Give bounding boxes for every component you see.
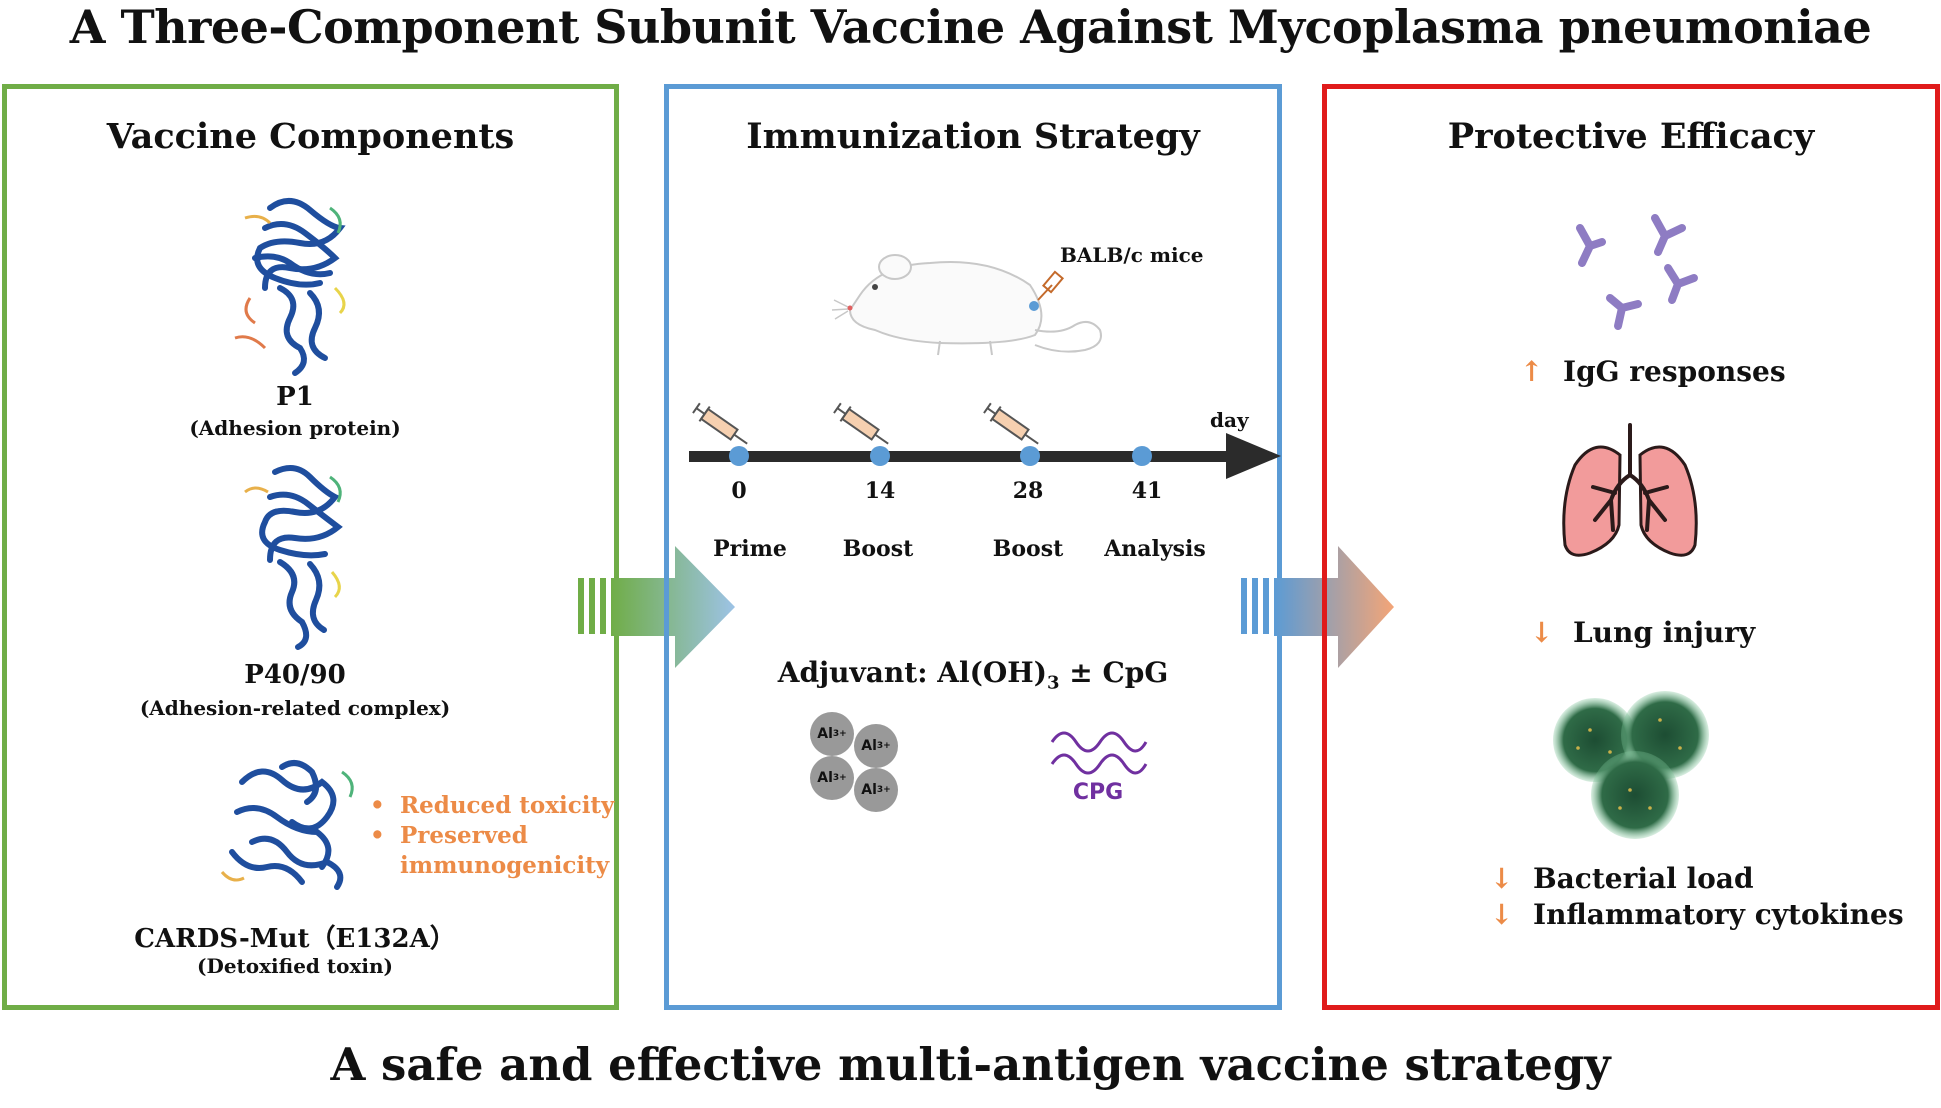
vaccine-components-panel xyxy=(2,84,619,1010)
p1-name: P1 xyxy=(276,382,314,412)
immunization-timeline xyxy=(689,402,1281,479)
igg-responses-label: IgG responses xyxy=(1562,355,1786,388)
transition-arrow-2-icon xyxy=(1241,546,1394,668)
timeline-label-boost-2: Boost xyxy=(992,536,1064,562)
cpg-dna-wave-icon xyxy=(1050,731,1148,775)
bacterial-load-label: Bacterial load xyxy=(1532,862,1754,895)
timeline-day-0: 0 xyxy=(731,478,747,504)
footer-summary: A safe and effective multi-antigen vacci… xyxy=(330,1038,1611,1091)
syringe-icon xyxy=(833,402,889,445)
cards-mut-name: CARDS-Mut（E132A） xyxy=(134,924,456,954)
syringe-icon xyxy=(983,402,1039,445)
feature-bullet-2: • xyxy=(370,822,385,849)
timeline-point-41 xyxy=(1132,446,1152,466)
timeline-day-41: 41 xyxy=(1131,478,1163,504)
lung-injury-label: Lung injury xyxy=(1572,616,1756,649)
bacterial-load-row: ↓ Bacterial load xyxy=(1490,862,1754,895)
p1-protein-icon xyxy=(234,198,346,376)
timeline-point-0 xyxy=(729,446,749,466)
down-arrow-icon: ↓ xyxy=(1490,862,1514,895)
inflammatory-cytokines-row: ↓ Inflammatory cytokines xyxy=(1490,898,1904,931)
p1-desc: (Adhesion protein) xyxy=(189,416,401,440)
transition-arrow-1-icon xyxy=(578,546,735,668)
lungs-icon xyxy=(1562,423,1698,557)
protective-efficacy-panel xyxy=(1322,84,1940,1010)
p40-90-protein-icon xyxy=(244,465,343,650)
antibody-icon xyxy=(1576,214,1698,330)
mouse-icon xyxy=(831,254,1102,356)
timeline-day-28: 28 xyxy=(1012,478,1044,504)
up-arrow-icon: ↑ xyxy=(1520,355,1544,388)
down-arrow-icon: ↓ xyxy=(1490,898,1514,931)
bacteria-icon xyxy=(1553,691,1709,839)
adjuvant-label: Adjuvant: Al(OH)3 ± CpG xyxy=(664,656,1282,694)
syringe-icon xyxy=(692,402,748,445)
adjuvant-prefix: Adjuvant: Al(OH) xyxy=(777,656,1047,689)
cards-mut-protein-icon xyxy=(220,760,354,890)
immunization-strategy-panel xyxy=(664,84,1282,1010)
axis-unit-label: day xyxy=(1210,408,1249,432)
feature-bullet-1: • xyxy=(370,792,385,819)
feature-immunogenicity: immunogenicity xyxy=(400,852,610,879)
timeline-label-boost-1: Boost xyxy=(842,536,914,562)
timeline-day-14: 14 xyxy=(864,478,896,504)
components-title: Vaccine Components xyxy=(106,116,515,157)
mouse-strain-label: BALB/c mice xyxy=(1060,243,1204,267)
p40-90-name: P40/90 xyxy=(244,660,346,690)
adjuvant-suffix: ± CpG xyxy=(1059,656,1169,689)
timeline-label-analysis: Analysis xyxy=(1104,536,1206,562)
inflammatory-cytokines-label: Inflammatory cytokines xyxy=(1532,898,1904,931)
cards-mut-desc: (Detoxified toxin) xyxy=(197,954,393,978)
lung-injury-row: ↓ Lung injury xyxy=(1530,616,1755,649)
strategy-title: Immunization Strategy xyxy=(746,116,1200,157)
cpg-label: CPG xyxy=(1072,780,1124,805)
timeline-point-28 xyxy=(1020,446,1040,466)
feature-preserved: Preserved xyxy=(400,822,528,849)
feature-reduced-toxicity: Reduced toxicity xyxy=(400,792,615,819)
p40-90-desc: (Adhesion-related complex) xyxy=(139,696,451,720)
page-title: A Three-Component Subunit Vaccine Agains… xyxy=(69,0,1872,54)
adjuvant-subscript: 3 xyxy=(1047,672,1060,694)
efficacy-title: Protective Efficacy xyxy=(1447,116,1815,157)
igg-responses-row: ↑ IgG responses xyxy=(1520,355,1786,388)
timeline-label-prime: Prime xyxy=(713,536,787,562)
timeline-point-14 xyxy=(870,446,890,466)
down-arrow-icon: ↓ xyxy=(1530,616,1554,649)
